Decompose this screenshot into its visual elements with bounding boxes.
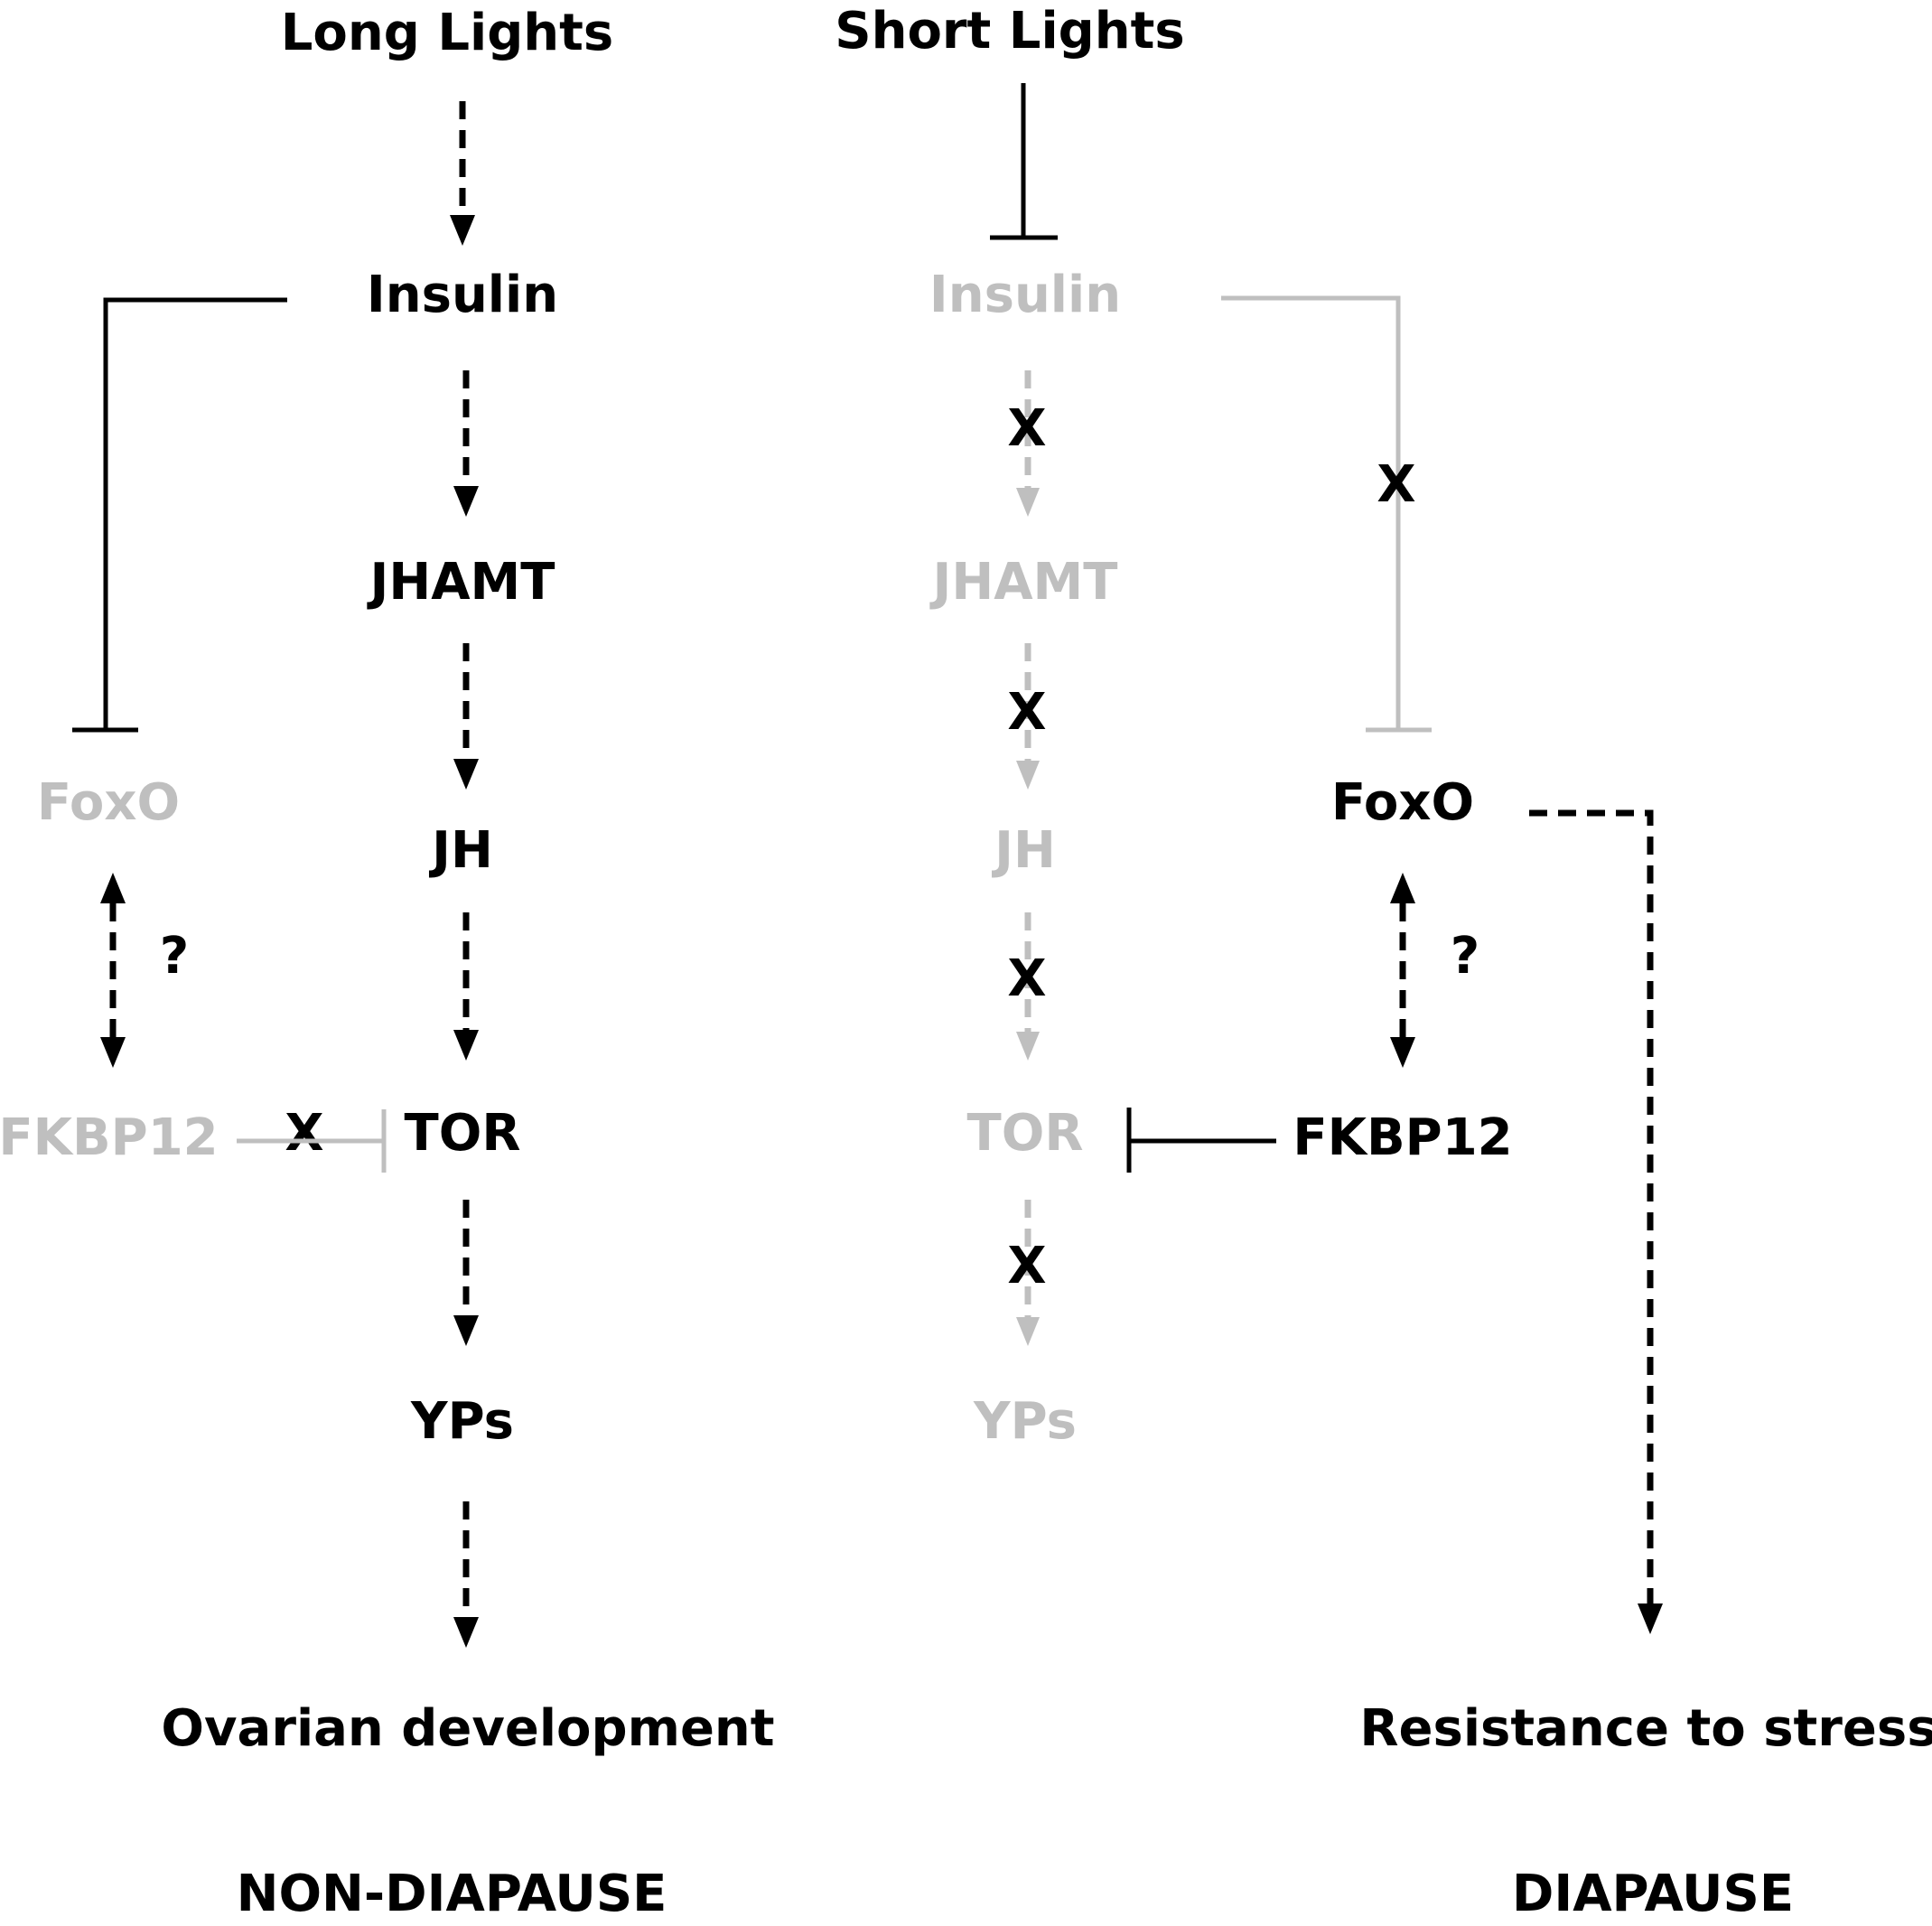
block-x-insulin-jhamt: X [1007,399,1046,458]
inhibition-insulin-foxo-left [72,297,287,733]
yps-label-right: YPs [973,1392,1077,1451]
jh-label-left: JH [428,821,493,880]
resistance-to-stress-label: Resistance to stress [1359,1699,1932,1758]
inhibition-insulin-foxo-right [1221,295,1432,733]
bidirectional-arrow-foxo-fkbp12-right [1390,873,1415,1068]
inhibition-fkbp12-tor-right [1126,1108,1276,1173]
block-x-tor-yps: X [1007,1237,1046,1295]
blocked-arrow-jh-tor [1016,912,1040,1061]
bidirectional-arrow-foxo-fkbp12-left [100,873,126,1068]
jh-label-right: JH [991,821,1056,880]
non-diapause-pathway: Long Lights Insulin JHAMT JH TOR YPs Fox… [0,4,775,1923]
jhamt-label-left: JHAMT [367,553,555,612]
fkbp12-label-left: FKBP12 [0,1108,219,1167]
diapause-pathway: Short Lights Insulin JHAMT JH TOR YPs Fo… [835,2,1932,1923]
activation-arrow-lights-insulin [450,101,475,246]
yps-label-left: YPs [410,1392,514,1451]
ovarian-development-label: Ovarian development [161,1699,774,1758]
jhamt-label-right: JHAMT [929,553,1118,612]
inhibition-lights-insulin [990,83,1058,240]
question-mark-right: ? [1451,927,1479,986]
activation-arrow-jh-tor [453,912,479,1061]
insulin-label-right: Insulin [929,266,1121,324]
foxo-label-right: FoxO [1331,773,1474,832]
block-x-jhamt-jh: X [1007,683,1046,742]
tor-label-right: TOR [967,1104,1084,1163]
non-diapause-label: NON-DIAPAUSE [237,1865,667,1923]
foxo-label-left: FoxO [37,773,180,832]
block-x-insulin-foxo: X [1377,455,1415,514]
activation-arrow-yps-ovarian [453,1501,479,1648]
long-lights-label: Long Lights [281,4,614,62]
block-x-jh-tor: X [1007,949,1046,1008]
blocked-arrow-jhamt-jh [1016,643,1040,790]
insulin-label-left: Insulin [367,266,558,324]
tor-label-left: TOR [405,1104,521,1163]
activation-arrow-jhamt-jh [453,643,479,790]
diapause-label: DIAPAUSE [1512,1865,1794,1923]
blocked-arrow-tor-yps [1016,1200,1040,1346]
activation-arrow-tor-yps [453,1200,479,1346]
fkbp12-label-right: FKBP12 [1293,1108,1512,1167]
activation-arrow-foxo-resistance [1529,809,1663,1634]
blocked-arrow-insulin-jhamt [1016,370,1040,517]
block-x-fkbp12-tor: X [285,1104,323,1163]
inhibition-fkbp12-tor-left [237,1109,387,1173]
activation-arrow-insulin-jhamt [453,370,479,517]
question-mark-left: ? [160,927,189,986]
short-lights-label: Short Lights [835,2,1185,61]
